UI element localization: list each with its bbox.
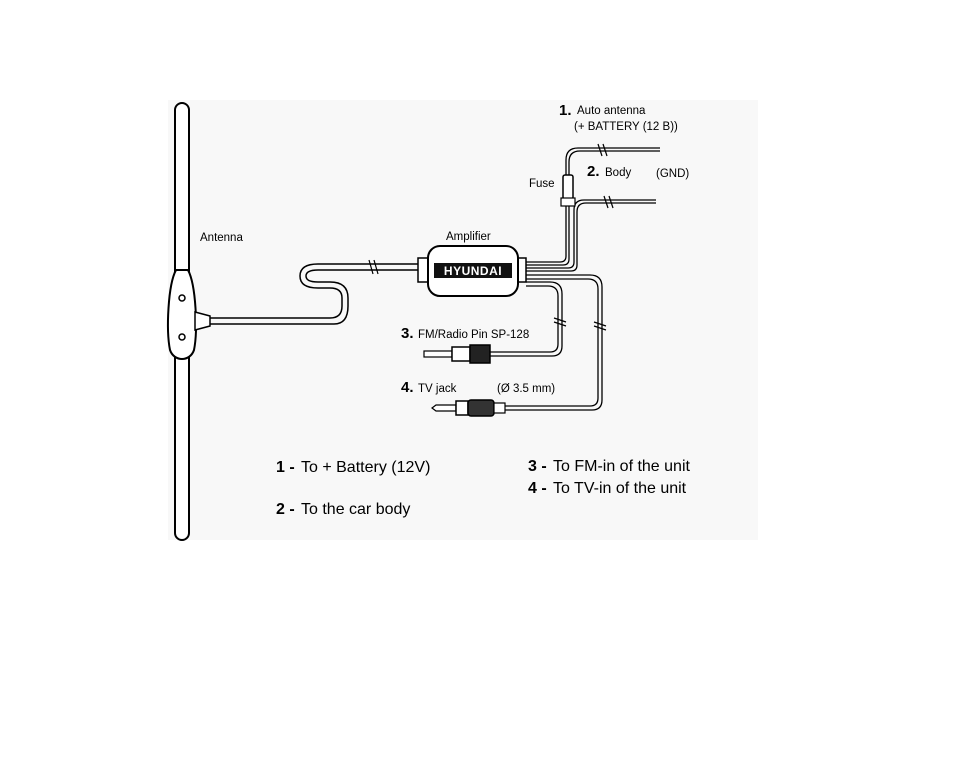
body-number: 2. xyxy=(587,163,600,180)
antenna-label: Antenna xyxy=(200,232,243,244)
legend-2-text: To the car body xyxy=(301,501,410,518)
amplifier-box: HYUNDAI xyxy=(418,246,526,296)
tv-number: 4. xyxy=(401,379,414,396)
fm-number: 3. xyxy=(401,325,414,342)
legend-2-number: 2 - xyxy=(276,501,295,518)
tv-jack-label: TV jack xyxy=(418,383,457,395)
brand-logo: HYUNDAI xyxy=(444,264,502,278)
auto-antenna-number: 1. xyxy=(559,102,572,119)
gnd-label: (GND) xyxy=(656,168,689,180)
fuse xyxy=(561,175,575,206)
legend-4-number: 4 - xyxy=(528,480,547,497)
legend-1-number: 1 - xyxy=(276,459,295,476)
legend-3-number: 3 - xyxy=(528,458,547,475)
legend-1-text: To + Battery (12V) xyxy=(301,459,430,476)
legend-4-text: To TV-in of the unit xyxy=(553,480,687,497)
tv-size-label: (Ø 3.5 mm) xyxy=(497,383,555,395)
fuse-label: Fuse xyxy=(529,178,555,190)
body-label: Body xyxy=(605,167,631,179)
amplifier-label: Amplifier xyxy=(446,231,491,243)
fm-pin-label: FM/Radio Pin SP-128 xyxy=(418,329,529,341)
legend-3-text: To FM-in of the unit xyxy=(553,458,691,475)
battery-note: (+ BATTERY (12 B)) xyxy=(574,121,678,133)
auto-antenna-label: Auto antenna xyxy=(577,105,646,117)
